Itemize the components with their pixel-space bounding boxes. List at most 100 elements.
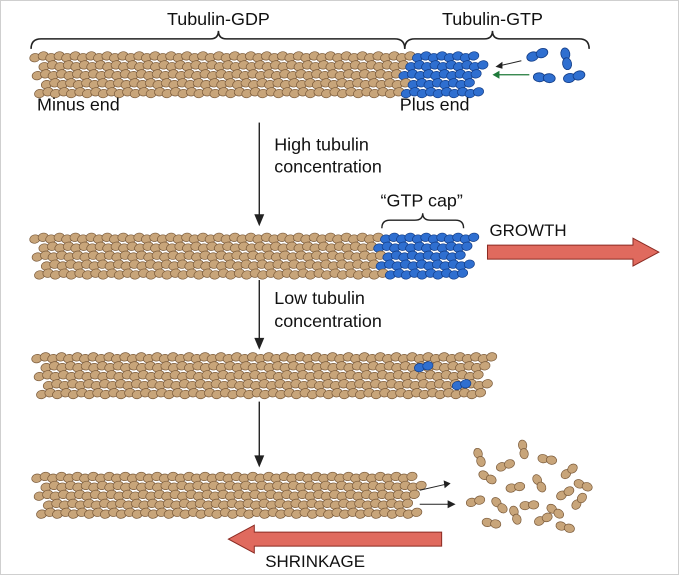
step-arrow-2 (254, 280, 265, 350)
tan-dimer-icon (491, 497, 508, 514)
blue-dimer-icon (532, 72, 556, 84)
gdp-subunit (466, 388, 487, 400)
gdp-subunit (140, 232, 161, 244)
gdp-subunit (263, 361, 284, 373)
gdp-subunit (357, 241, 377, 253)
gdp-subunit (414, 352, 434, 364)
gdp-subunit (95, 471, 115, 483)
tan-dimer-icon (555, 521, 575, 533)
growth-label: GROWTH (489, 221, 566, 240)
tan-dimer-icon (556, 486, 575, 501)
tan-dimer-icon (465, 495, 486, 507)
gdp-subunit (152, 78, 172, 90)
gdp-subunit (147, 507, 168, 519)
tan-dimer-icon (495, 459, 515, 472)
step-arrow-1 (254, 122, 265, 227)
gdp-subunit (334, 471, 354, 483)
gdp-subunit (289, 268, 309, 280)
gdp-subunit (199, 480, 220, 492)
microtubule-initial (29, 51, 489, 99)
shrinkage-label: SHRINKAGE (265, 552, 365, 571)
gdp-subunit (52, 388, 72, 400)
shrinkage-arrow (227, 524, 443, 554)
tan-dimer-icon (509, 505, 522, 525)
high-tubulin-concentration-label: concentration (274, 156, 382, 176)
gdp-subunit (106, 498, 127, 510)
blue-dimer-icon (526, 48, 549, 62)
gdp-subunit (298, 498, 318, 510)
gdp-subunit (398, 471, 418, 483)
tan-dimer-icon (478, 470, 497, 485)
addition-arrows (492, 60, 530, 79)
tan-dimer-icon (537, 454, 557, 465)
gdp-subunit (174, 471, 195, 483)
low-tubulin-label: Low tubulin (274, 288, 365, 308)
gdp-subunit (471, 361, 491, 373)
gdp-subunit (329, 498, 350, 510)
gtp-subunit (469, 60, 489, 72)
gdp-subunit (377, 498, 398, 510)
tubulin-gtp-label: Tubulin-GTP (442, 9, 543, 29)
gdp-subunit (402, 507, 423, 519)
gdp-subunit (77, 232, 97, 244)
gdp-subunit (311, 78, 332, 90)
tan-dimer-icon (481, 517, 502, 529)
plus-end-label: Plus end (400, 95, 470, 115)
gdp-subunit (402, 388, 423, 400)
gdp-subunit (36, 388, 56, 400)
gdp-subunit (38, 241, 58, 253)
tan-dimer-icon (532, 474, 547, 493)
step-arrow-3 (254, 401, 265, 468)
gdp-subunit (177, 87, 198, 99)
tan-dimer-icon (560, 463, 578, 480)
gdp-subunit (473, 379, 493, 391)
gtp-subunit (451, 379, 472, 391)
gdp-subunit (359, 361, 379, 373)
gdp-subunit (129, 489, 149, 501)
tan-dimer-icon (519, 500, 540, 511)
gdp-subunit (223, 69, 243, 81)
gdp-subunit (393, 498, 414, 510)
gdp-subunit (200, 78, 220, 90)
gdp-subunit (386, 388, 407, 400)
gdp-subunit (279, 361, 300, 373)
gdp-subunit (300, 232, 320, 244)
blue-dimer-icon (560, 47, 573, 71)
gdp-subunit (99, 507, 120, 519)
tubulin-gdp-bracket (30, 30, 406, 49)
gdp-subunit (416, 370, 436, 382)
tan-dimer-icon (573, 479, 593, 492)
minus-end-label: Minus end (37, 95, 120, 115)
gtp-subunit (462, 69, 482, 81)
gdp-subunit (302, 250, 323, 262)
gtp-subunit (414, 361, 434, 373)
gdp-subunit (174, 352, 195, 364)
gtp-subunit (459, 232, 480, 244)
gdp-subunit (138, 379, 158, 391)
gdp-subunit (175, 250, 195, 262)
gdp-subunit (227, 507, 247, 519)
gdp-subunit (302, 352, 322, 364)
gdp-subunit (311, 259, 332, 271)
tan-dimer-icon (571, 492, 587, 510)
gdp-subunit (286, 250, 307, 262)
gdp-subunit (327, 78, 348, 90)
free-gtp-dimers (526, 47, 586, 84)
gdp-subunit (275, 507, 295, 519)
gdp-subunit (407, 480, 427, 492)
gdp-subunit (113, 87, 134, 99)
gdp-subunit (334, 69, 355, 81)
gdp-subunit (184, 361, 204, 373)
gdp-subunit (86, 241, 106, 253)
gdp-subunit (29, 232, 49, 244)
gdp-subunit (136, 78, 156, 90)
tan-dimer-icon (505, 481, 526, 493)
gtp-subunit (412, 232, 432, 244)
microtubule-losing-cap (31, 352, 498, 400)
gdp-subunit (418, 388, 439, 400)
microtubule-growing (29, 232, 480, 280)
tan-dimer-icon (546, 503, 564, 519)
gdp-subunit (307, 388, 327, 400)
gdp-subunit (382, 352, 402, 364)
